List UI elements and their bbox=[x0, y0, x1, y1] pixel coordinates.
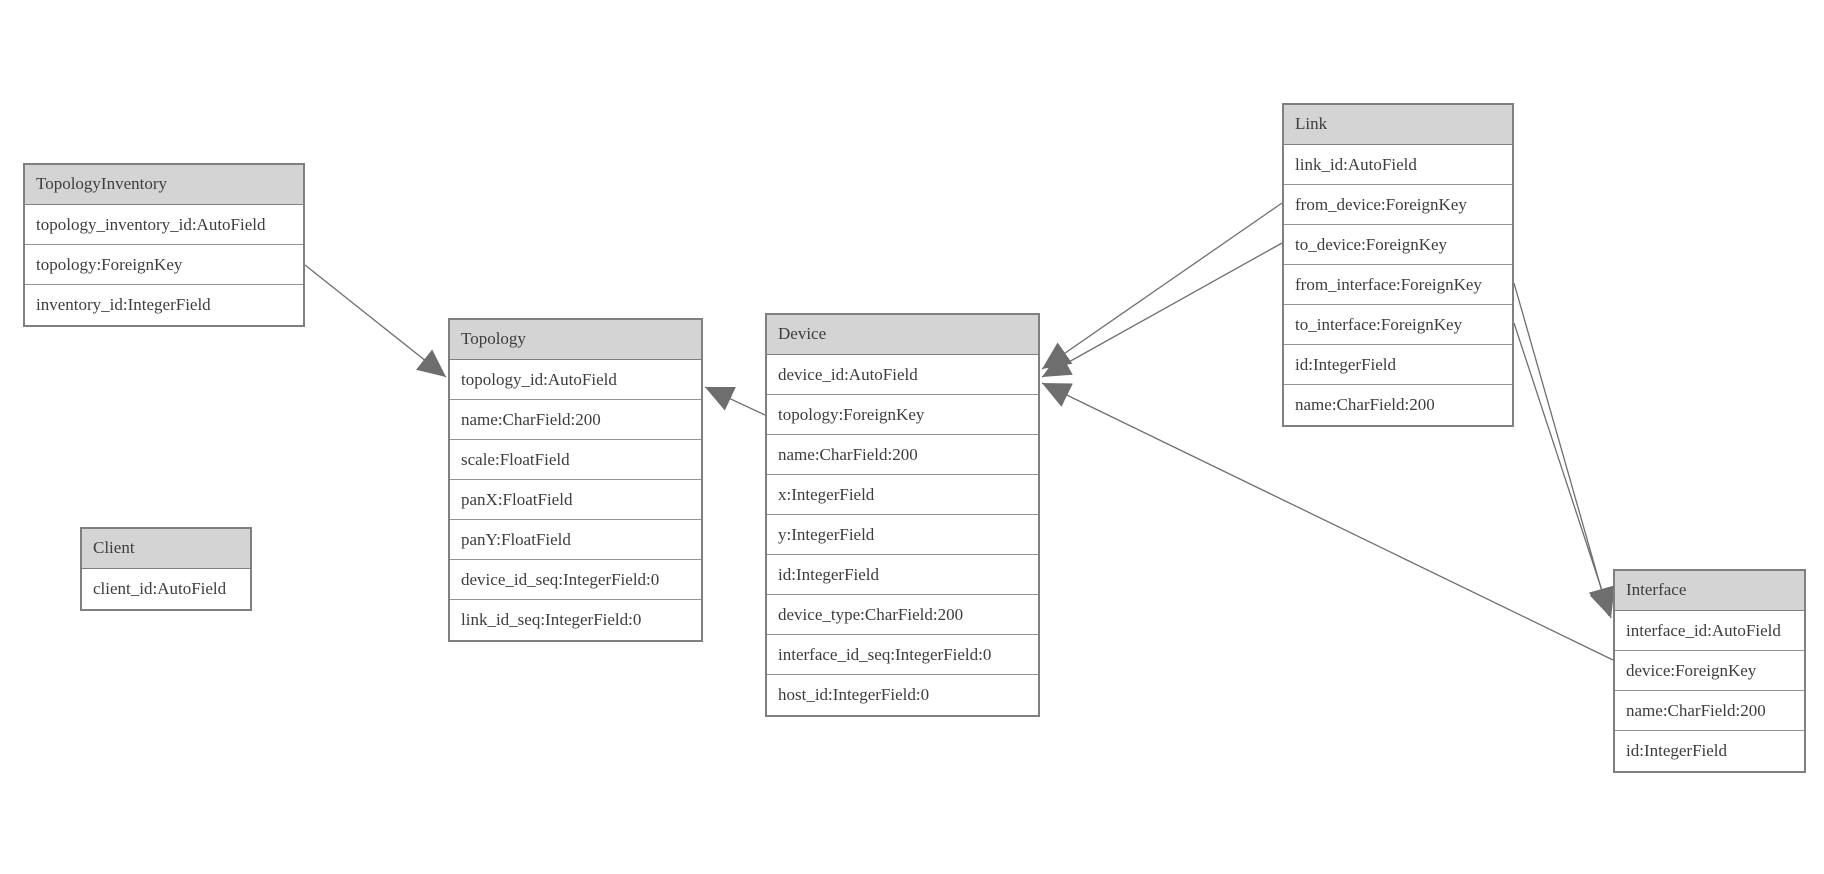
field-row: id:IntegerField bbox=[767, 555, 1038, 595]
field-row: link_id:AutoField bbox=[1284, 145, 1512, 185]
field-row: inventory_id:IntegerField bbox=[25, 285, 303, 325]
connection-interface-device bbox=[1041, 382, 1614, 661]
field-row: device_type:CharField:200 bbox=[767, 595, 1038, 635]
field-row: name:CharField:200 bbox=[450, 400, 701, 440]
entity-title-link: Link bbox=[1284, 105, 1512, 145]
field-row: to_interface:ForeignKey bbox=[1284, 305, 1512, 345]
connection-topology-inventory-topology bbox=[304, 264, 447, 378]
field-row: panY:FloatField bbox=[450, 520, 701, 560]
entity-title-client: Client bbox=[82, 529, 250, 569]
connection-device-topology bbox=[704, 386, 766, 416]
field-row: host_id:IntegerField:0 bbox=[767, 675, 1038, 715]
field-row: y:IntegerField bbox=[767, 515, 1038, 555]
connection-link-from-interface-interface bbox=[1513, 282, 1614, 617]
field-row: interface_id_seq:IntegerField:0 bbox=[767, 635, 1038, 675]
entity-title-interface: Interface bbox=[1615, 571, 1804, 611]
field-row: link_id_seq:IntegerField:0 bbox=[450, 600, 701, 640]
field-row: topology:ForeignKey bbox=[767, 395, 1038, 435]
field-row: interface_id:AutoField bbox=[1615, 611, 1804, 651]
field-row: from_device:ForeignKey bbox=[1284, 185, 1512, 225]
connection-link-to-interface-interface bbox=[1513, 322, 1615, 619]
connection-link-to-device-device bbox=[1041, 242, 1283, 378]
field-row: id:IntegerField bbox=[1284, 345, 1512, 385]
field-row: scale:FloatField bbox=[450, 440, 701, 480]
field-row: client_id:AutoField bbox=[82, 569, 250, 609]
field-row: device_id_seq:IntegerField:0 bbox=[450, 560, 701, 600]
field-row: x:IntegerField bbox=[767, 475, 1038, 515]
field-row: name:CharField:200 bbox=[1615, 691, 1804, 731]
field-row: id:IntegerField bbox=[1615, 731, 1804, 771]
connection-link-from-device-device bbox=[1041, 202, 1283, 370]
field-row: device:ForeignKey bbox=[1615, 651, 1804, 691]
field-row: device_id:AutoField bbox=[767, 355, 1038, 395]
field-row: from_interface:ForeignKey bbox=[1284, 265, 1512, 305]
field-row: name:CharField:200 bbox=[1284, 385, 1512, 425]
field-row: panX:FloatField bbox=[450, 480, 701, 520]
field-row: topology:ForeignKey bbox=[25, 245, 303, 285]
entity-title-topology: Topology bbox=[450, 320, 701, 360]
field-row: topology_inventory_id:AutoField bbox=[25, 205, 303, 245]
field-row: name:CharField:200 bbox=[767, 435, 1038, 475]
field-row: to_device:ForeignKey bbox=[1284, 225, 1512, 265]
field-row: topology_id:AutoField bbox=[450, 360, 701, 400]
entity-title-topology-inventory: TopologyInventory bbox=[25, 165, 303, 205]
entity-title-device: Device bbox=[767, 315, 1038, 355]
